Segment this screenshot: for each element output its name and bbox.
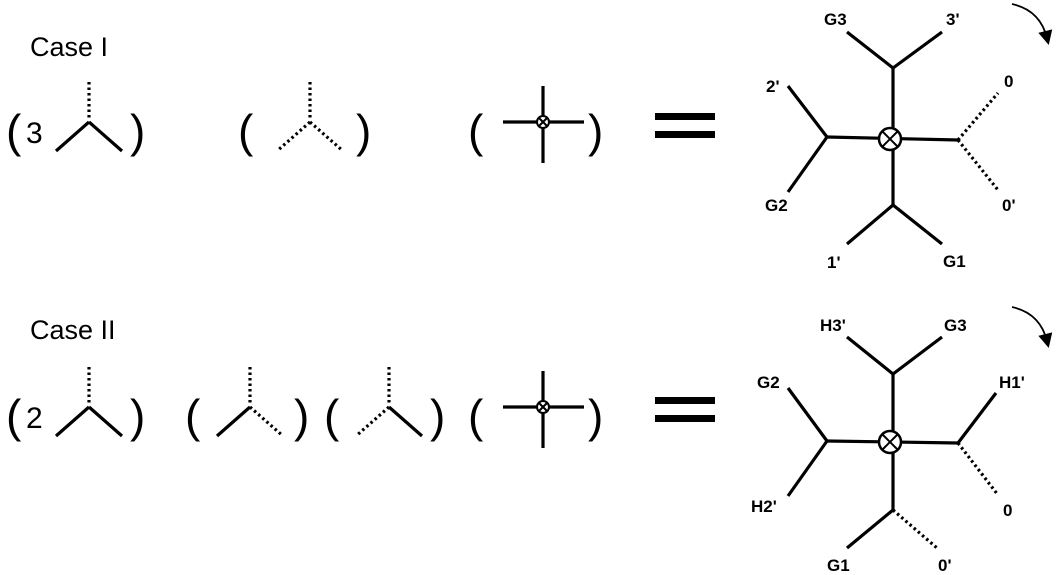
label: H3' bbox=[820, 316, 846, 335]
label: G2 bbox=[757, 373, 780, 392]
edge-g2 bbox=[786, 136, 829, 193]
label: 0 bbox=[1003, 501, 1012, 520]
dotted-leg bbox=[354, 405, 391, 438]
label: 0' bbox=[1002, 196, 1016, 215]
edge-0 bbox=[956, 91, 1000, 142]
close-paren: ) bbox=[430, 390, 445, 442]
case-2-equals bbox=[655, 397, 715, 422]
label: G3 bbox=[824, 10, 847, 29]
label: H2' bbox=[751, 497, 777, 516]
close-paren: ) bbox=[588, 105, 603, 157]
solid-leg bbox=[87, 405, 124, 438]
case-1-coefficient: 3 bbox=[26, 117, 43, 150]
label: G1 bbox=[827, 556, 850, 575]
solid-leg bbox=[54, 120, 91, 153]
case-2-term-3: ( ) bbox=[324, 367, 445, 442]
case-1: Case I ( 3 ) ( ) ( ) bbox=[6, 3, 1053, 272]
dotted-leg bbox=[308, 120, 345, 153]
rotation-arrow-icon bbox=[1011, 3, 1053, 45]
edge-h2prime bbox=[786, 440, 829, 497]
edge-1prime bbox=[845, 203, 895, 246]
solid-leg bbox=[87, 120, 124, 153]
solid-leg bbox=[54, 405, 91, 438]
close-paren: ) bbox=[130, 105, 145, 157]
open-paren: ( bbox=[468, 390, 484, 442]
edge-g1 bbox=[892, 203, 943, 246]
edge-3prime bbox=[892, 30, 943, 70]
open-paren: ( bbox=[238, 105, 254, 157]
edge-0prime bbox=[956, 139, 1000, 191]
case-2-term-4: ( ) bbox=[468, 371, 603, 448]
equals-bar bbox=[655, 131, 715, 138]
open-paren: ( bbox=[6, 390, 22, 442]
case-1-equals bbox=[655, 113, 715, 138]
label: G1 bbox=[943, 252, 966, 271]
close-paren: ) bbox=[356, 105, 371, 157]
edge-0 bbox=[956, 442, 1000, 496]
edge-g3 bbox=[892, 335, 943, 376]
cross-line bbox=[881, 433, 899, 451]
open-paren: ( bbox=[185, 390, 201, 442]
dotted-leg bbox=[275, 120, 312, 153]
case-2-term-2: ( ) bbox=[185, 367, 309, 442]
edge-h3prime bbox=[845, 335, 895, 376]
label: 0' bbox=[938, 556, 952, 575]
edge-g1 bbox=[845, 508, 895, 550]
case-2-coefficient: 2 bbox=[26, 402, 43, 435]
dotted-leg bbox=[248, 405, 285, 438]
edge-0prime bbox=[891, 508, 939, 550]
close-paren: ) bbox=[588, 390, 603, 442]
case-1-term-2: ( ) bbox=[238, 82, 371, 157]
solid-leg bbox=[215, 405, 252, 438]
case-1-term-1: ( 3 ) bbox=[6, 82, 145, 157]
label: 3' bbox=[946, 10, 960, 29]
open-paren: ( bbox=[468, 105, 484, 157]
edge-h1prime bbox=[956, 392, 998, 444]
label: G2 bbox=[765, 196, 788, 215]
edge-g2 bbox=[786, 387, 829, 442]
label: 1' bbox=[827, 253, 841, 272]
open-paren: ( bbox=[6, 105, 22, 157]
open-paren: ( bbox=[324, 390, 340, 442]
close-paren: ) bbox=[294, 390, 309, 442]
case-2-result-diagram: H3' G3 G2 H1' H2' 0 G1 0' bbox=[751, 306, 1053, 575]
label: H1' bbox=[999, 373, 1025, 392]
case-1-term-3: ( ) bbox=[468, 86, 603, 163]
label: 2' bbox=[766, 77, 780, 96]
cross-line bbox=[881, 130, 899, 148]
edge-g3 bbox=[846, 30, 894, 70]
case-2-term-1: ( 2 ) bbox=[6, 367, 145, 442]
label: 0 bbox=[1004, 72, 1013, 91]
case-1-title: Case I bbox=[30, 32, 108, 62]
case-1-result-diagram: G3 3' 2' 0 G2 0' 1' G1 bbox=[765, 3, 1053, 272]
equals-bar bbox=[655, 113, 715, 120]
solid-leg bbox=[387, 405, 424, 438]
cross-line bbox=[538, 402, 548, 412]
label: G3 bbox=[944, 316, 967, 335]
case-2: Case II ( 2 ) ( ) ( ) ( bbox=[6, 306, 1053, 575]
close-paren: ) bbox=[130, 390, 145, 442]
edge-2prime bbox=[786, 85, 829, 138]
equals-bar bbox=[655, 397, 715, 404]
cross-line bbox=[538, 117, 548, 127]
case-2-title: Case II bbox=[30, 315, 116, 345]
rotation-arrow-icon bbox=[1011, 306, 1053, 348]
equals-bar bbox=[655, 415, 715, 422]
